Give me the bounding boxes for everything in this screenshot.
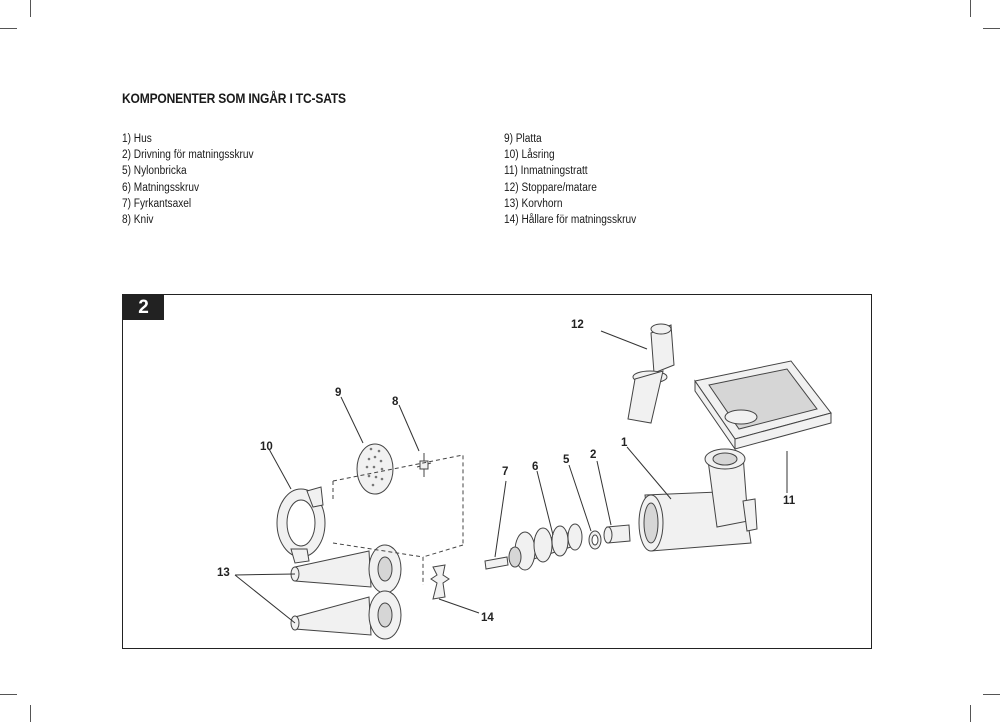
list-item: 13) Korvhorn [504,197,563,210]
part-11-tray [694,360,832,451]
part-14-holder [430,564,450,600]
callout-12: 12 [571,319,584,331]
part-13-horns [290,544,402,640]
callout-9: 9 [335,387,341,399]
part-8-knife [416,453,432,477]
crop-mark-bottom-right-v [970,705,971,722]
list-item: 1) Hus [122,133,152,145]
crop-mark-bottom-left [0,694,17,695]
crop-mark-bottom-right [983,694,1000,695]
callout-1: 1 [621,437,628,449]
callout-14: 14 [481,612,494,624]
part-2-drive [603,524,631,544]
part-6-feed-screw [508,523,583,571]
part-9-plate [356,443,394,495]
list-item: 8) Kniv [122,214,154,227]
crop-mark-top-left-v [30,0,31,17]
list-item: 6) Matningsskruv [122,181,200,194]
parts-list-left: 1) Hus 2) Drivning för matningsskruv 5) … [122,131,254,228]
assembly-line [332,454,464,585]
crop-mark-top-right [983,28,1000,29]
crop-mark-bottom-left-v [30,705,31,722]
page-heading: KOMPONENTER SOM INGÅR I TC-SATS [122,90,346,106]
part-5-washer [588,530,602,550]
list-item: 7) Fyrkantsaxel [122,197,192,210]
list-item: 14) Hållare för matningsskruv [504,214,637,227]
figure-number-badge: 2 [123,295,164,320]
list-item: 12) Stoppare/matare [504,181,597,194]
callout-2: 2 [590,449,596,461]
part-12-stopper [627,323,675,424]
callout-7: 7 [502,466,508,478]
list-item: 11) Inmatningstratt [504,165,588,178]
callout-10: 10 [260,441,273,453]
list-item: 5) Nylonbricka [122,165,187,178]
list-item: 9) Platta [504,133,542,145]
list-item: 2) Drivning för matningsskruv [122,149,254,162]
crop-mark-top-left [0,28,17,29]
list-item: 10) Låsring [504,149,555,162]
callout-11: 11 [783,495,796,507]
parts-list-right: 9) Platta 10) Låsring 11) Inmatningstrat… [504,131,636,228]
callout-5: 5 [563,454,570,466]
callout-8: 8 [392,396,399,408]
exploded-view-figure: 12 9 8 10 7 6 5 2 1 11 13 14 2 [122,294,872,649]
part-7-square-shaft [484,556,509,570]
callout-13: 13 [217,567,230,579]
part-10-locking-ring [276,486,326,564]
part-1-housing [638,448,758,552]
crop-mark-top-right-v [970,0,971,17]
exploded-diagram: 12 9 8 10 7 6 5 2 1 11 13 14 [217,319,832,640]
callout-6: 6 [532,461,538,473]
